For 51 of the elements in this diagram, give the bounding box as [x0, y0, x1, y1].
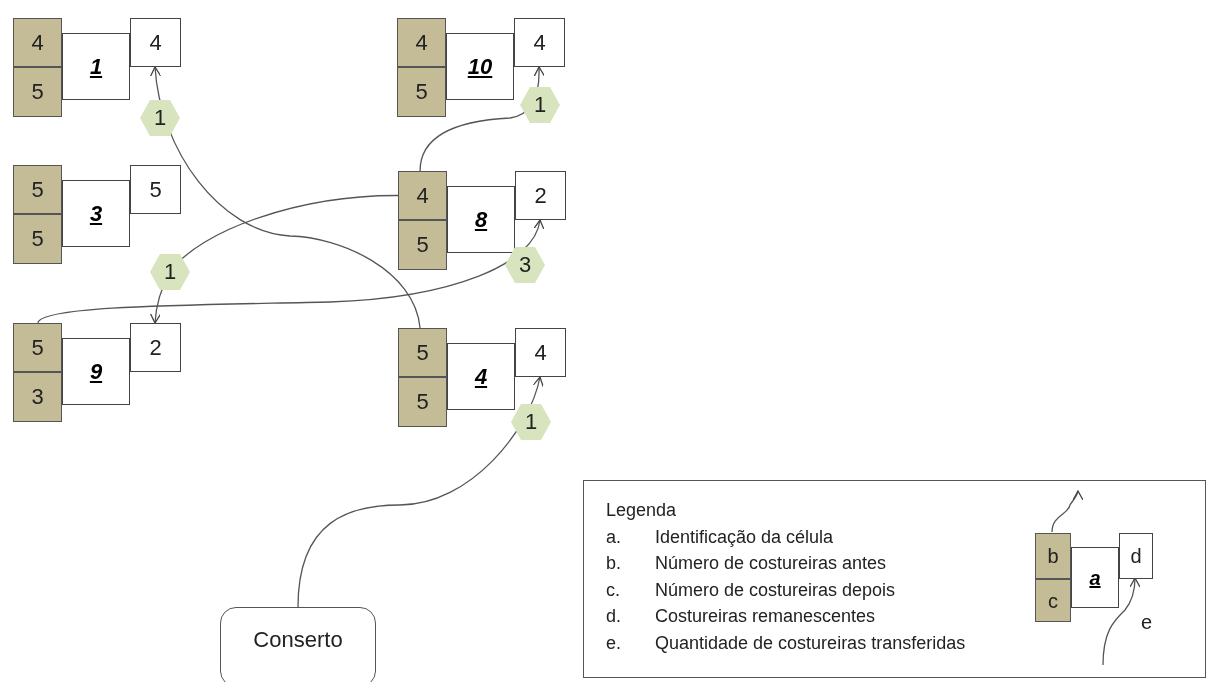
letter-box: d [1119, 533, 1153, 579]
hexagon-label: 1 [140, 100, 180, 136]
cell-id-box: 1 [62, 33, 130, 100]
list-marker: a. [606, 525, 622, 549]
number-box: 2 [515, 171, 566, 220]
shaded-number-box: 5 [13, 323, 62, 372]
number-box: 5 [130, 165, 181, 214]
cell-id-box: a [1071, 547, 1119, 608]
curved-arrow [37, 219, 544, 324]
hexagon-label: 3 [505, 247, 545, 283]
cell-id-box: 9 [62, 338, 130, 405]
shaded-number-box: 5 [13, 67, 62, 117]
list-marker: b. [606, 552, 622, 575]
shaded-number-box: 5 [398, 328, 447, 377]
shaded-number-box: 5 [398, 220, 447, 270]
number-box: 4 [514, 18, 565, 67]
legend-panel [583, 480, 1206, 678]
legend-item-text: Número de costureiras antes [655, 552, 887, 575]
shaded-number-box: 5 [13, 214, 62, 264]
shaded-number-box: 4 [13, 18, 62, 67]
shaded-number-box: 5 [397, 67, 446, 117]
curved-arrow [1051, 490, 1083, 533]
number-box: 2 [130, 323, 181, 372]
hexagon-label: 1 [150, 254, 190, 290]
number-box: 4 [515, 328, 566, 377]
number-box: 4 [130, 18, 181, 67]
cell-id-box: 4 [447, 343, 515, 410]
shaded-number-box: 4 [398, 171, 447, 220]
legend-item-text: Costureiras remanescentes [655, 605, 876, 628]
list-marker: e. [606, 631, 622, 655]
legend-title: Legenda [606, 499, 678, 522]
cell-id-box: 8 [447, 186, 515, 253]
cell-id-box: 10 [446, 33, 514, 100]
shaded-number-box: 5 [398, 377, 447, 427]
curved-arrow [297, 376, 544, 608]
list-marker: c. [606, 578, 621, 602]
shaded-number-box: 5 [13, 165, 62, 214]
legend-item-text: Identificação da célula [655, 525, 834, 549]
list-marker: d. [606, 605, 622, 628]
curved-arrow [1102, 577, 1141, 666]
cell-id-box: 3 [62, 180, 130, 247]
shaded-number-box: 3 [13, 372, 62, 422]
shaded-number-box: 4 [397, 18, 446, 67]
rounded-box: Conserto [220, 607, 376, 682]
legend-item-text: Quantidade de costureiras transferidas [655, 631, 966, 655]
hexagon-label: 1 [520, 87, 560, 123]
legend-item-text: Número de costureiras depois [655, 578, 896, 602]
hexagon-label: 1 [511, 404, 551, 440]
shaded-letter-box: c [1035, 579, 1071, 622]
curved-arrow [150, 66, 421, 329]
shaded-letter-box: b [1035, 533, 1071, 579]
